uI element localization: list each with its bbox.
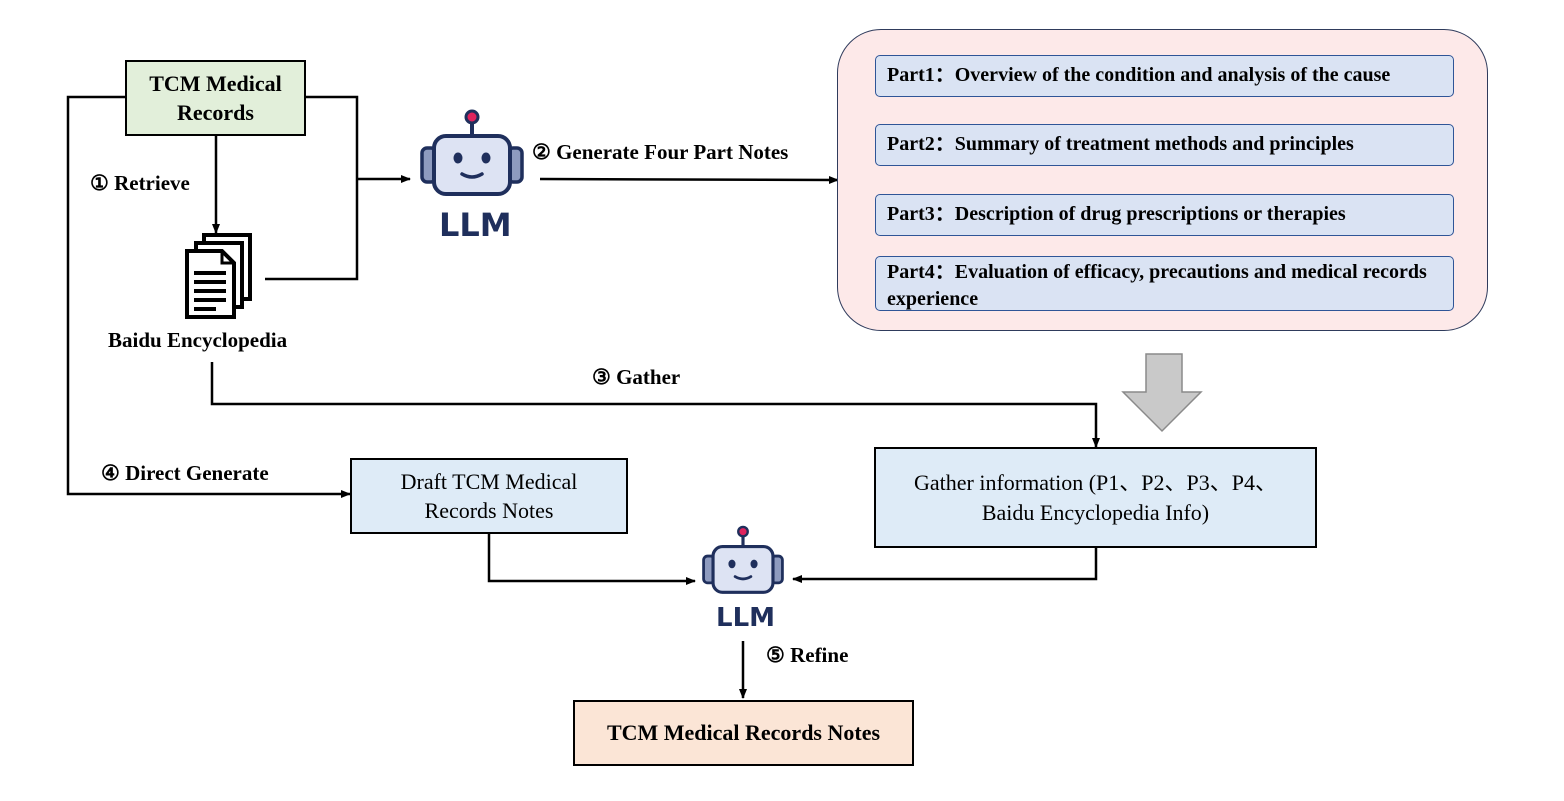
source-records-label: TCM Medical Records <box>149 71 282 125</box>
gather-info-label: Gather information (P1、P2、P3、P4、Baidu En… <box>914 469 1277 525</box>
robot-icon-bottom <box>702 524 784 596</box>
encyclopedia-label: Baidu Encyclopedia <box>108 328 288 352</box>
robot-icon-top <box>420 108 524 198</box>
connector-records-to-llm <box>265 95 359 281</box>
step-retrieve-label: ① Retrieve <box>90 171 190 195</box>
step-gather-label: ③ Gather <box>592 365 681 389</box>
gather-info-box: Gather information (P1、P2、P3、P4、Baidu En… <box>874 447 1317 548</box>
connector-direct-generate <box>66 95 351 498</box>
part3-box: Part3：Description of drug prescriptions … <box>875 194 1454 236</box>
part1-box: Part1：Overview of the condition and anal… <box>875 55 1454 97</box>
output-notes-box: TCM Medical Records Notes <box>573 700 914 766</box>
llm-label-top: LLM <box>439 206 512 244</box>
llm-label-bottom: LLM <box>716 603 776 633</box>
output-notes-label: TCM Medical Records Notes <box>606 720 881 745</box>
draft-notes-label: Draft TCM Medical Records Notes <box>400 469 578 523</box>
part4-box: Part4：Evaluation of efficacy, precaution… <box>875 256 1454 311</box>
step-direct-label: ④ Direct Generate <box>101 461 269 485</box>
connector-draft-to-llm <box>487 533 696 585</box>
draft-notes-box: Draft TCM Medical Records Notes <box>350 458 628 534</box>
source-records-box: TCM Medical Records <box>125 60 306 136</box>
part2-box: Part2：Summary of treatment methods and p… <box>875 124 1454 166</box>
step-generate-label: ② Generate Four Part Notes <box>532 140 789 164</box>
connector-gather <box>210 362 1100 448</box>
big-down-arrow <box>1121 353 1203 433</box>
connector-gather-to-llm <box>792 547 1098 583</box>
step-refine-label: ⑤ Refine <box>766 643 849 667</box>
connector-generate-notes <box>539 175 839 184</box>
document-stack-icon <box>184 233 258 319</box>
